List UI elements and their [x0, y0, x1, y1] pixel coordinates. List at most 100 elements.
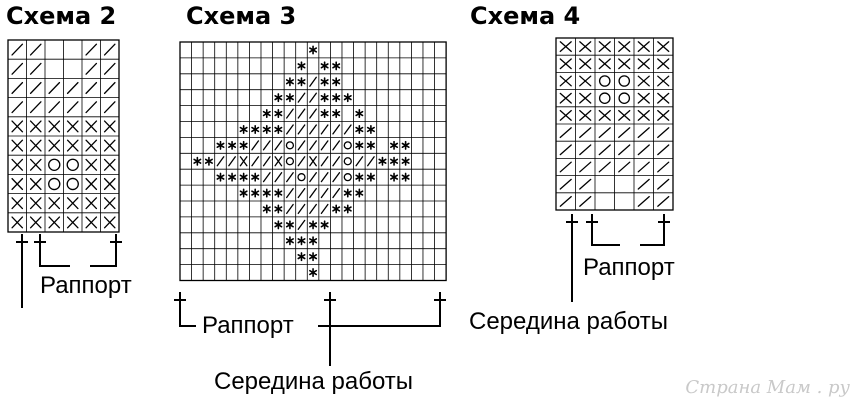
asterisk-stitch	[309, 220, 318, 230]
slash-stitch	[559, 144, 572, 156]
asterisk-stitch	[262, 124, 271, 134]
circle-stitch	[598, 92, 611, 105]
slash-stitch	[637, 195, 650, 207]
slash-stitch	[332, 187, 341, 199]
cross-stitch	[11, 120, 24, 133]
cross-stitch	[559, 75, 572, 87]
slash-stitch	[228, 156, 236, 167]
cross-stitch	[598, 58, 611, 70]
slash-stitch	[297, 124, 306, 135]
slash-stitch	[11, 43, 24, 56]
slash-stitch	[262, 140, 271, 151]
asterisk-stitch	[297, 77, 306, 87]
cross-stitch	[637, 75, 650, 87]
cross-stitch	[29, 120, 42, 133]
slash-stitch	[286, 172, 294, 183]
cross-stitch	[239, 156, 248, 167]
asterisk-stitch	[262, 188, 271, 198]
scheme-3-middle-label: Середина работы	[214, 368, 414, 395]
slash-stitch	[637, 161, 650, 173]
slash-stitch	[579, 127, 592, 139]
asterisk-stitch	[239, 140, 248, 150]
asterisk-stitch	[366, 140, 375, 150]
slash-stitch	[66, 101, 79, 114]
circle-stitch	[66, 177, 79, 191]
slash-stitch	[309, 108, 317, 119]
slash-stitch	[11, 101, 24, 114]
slash-stitch	[320, 140, 329, 151]
asterisk-stitch	[251, 124, 260, 134]
asterisk-stitch	[401, 156, 410, 166]
circle-stitch	[285, 157, 295, 166]
asterisk-stitch	[332, 93, 341, 103]
slash-stitch	[29, 101, 42, 114]
slash-stitch	[297, 108, 306, 119]
rapport-tick	[586, 214, 598, 230]
cross-stitch	[637, 109, 650, 121]
slash-stitch	[579, 195, 592, 207]
slash-stitch	[11, 62, 24, 75]
cross-stitch	[657, 41, 670, 53]
asterisk-stitch	[228, 172, 237, 182]
cross-stitch	[579, 109, 592, 121]
asterisk-stitch	[297, 252, 306, 262]
slash-stitch	[367, 156, 375, 167]
asterisk-stitch	[366, 124, 375, 134]
circle-stitch	[618, 75, 631, 87]
cross-stitch	[11, 197, 24, 210]
asterisk-stitch	[320, 93, 329, 103]
asterisk-stitch	[251, 172, 260, 182]
cross-stitch	[637, 58, 650, 70]
asterisk-stitch	[193, 156, 202, 166]
asterisk-stitch	[355, 140, 364, 150]
rapport-bracket	[318, 308, 441, 327]
cross-stitch	[29, 197, 42, 210]
scheme-3-rapport-label: Раппорт	[202, 312, 294, 339]
cross-stitch	[11, 177, 24, 191]
asterisk-stitch	[204, 156, 213, 166]
cross-stitch	[657, 75, 670, 87]
cross-stitch	[103, 120, 116, 133]
circle-stitch	[618, 92, 631, 105]
scheme-2-grid	[7, 39, 120, 233]
cross-stitch	[579, 92, 592, 104]
slash-stitch	[103, 81, 116, 95]
scheme-3-grid	[179, 41, 447, 282]
cross-stitch	[85, 216, 98, 229]
slash-stitch	[274, 172, 283, 183]
slash-stitch	[637, 144, 650, 156]
cross-stitch	[657, 58, 670, 70]
cross-stitch	[598, 41, 611, 53]
cross-stitch	[103, 177, 116, 191]
grid-border	[179, 41, 447, 282]
cross-stitch	[598, 109, 611, 121]
cross-stitch	[637, 92, 650, 104]
slash-stitch	[309, 203, 317, 215]
slash-stitch	[320, 124, 329, 135]
slash-stitch	[29, 43, 42, 56]
rapport-bracket	[640, 230, 665, 246]
scheme-2-rapport-label: Раппорт	[40, 272, 132, 299]
cross-stitch	[66, 120, 79, 133]
slash-stitch	[332, 140, 341, 151]
cross-stitch	[274, 156, 283, 167]
asterisk-stitch	[355, 109, 364, 119]
cross-stitch	[103, 216, 116, 229]
asterisk-stitch	[274, 109, 283, 119]
cross-stitch	[559, 58, 572, 70]
cross-stitch	[637, 41, 650, 53]
slash-stitch	[103, 101, 116, 114]
cross-stitch	[618, 41, 631, 53]
rapport-bracket	[39, 250, 70, 267]
asterisk-stitch	[285, 93, 294, 103]
scheme-3-title: Схема 3	[186, 2, 297, 30]
asterisk-stitch	[274, 220, 283, 230]
slash-stitch	[103, 62, 116, 75]
asterisk-stitch	[332, 61, 341, 71]
asterisk-stitch	[332, 204, 341, 214]
circle-stitch	[598, 75, 611, 87]
asterisk-stitch	[378, 156, 387, 166]
slash-stitch	[103, 43, 116, 56]
rapport-markers	[16, 214, 670, 366]
asterisk-stitch	[390, 172, 399, 182]
